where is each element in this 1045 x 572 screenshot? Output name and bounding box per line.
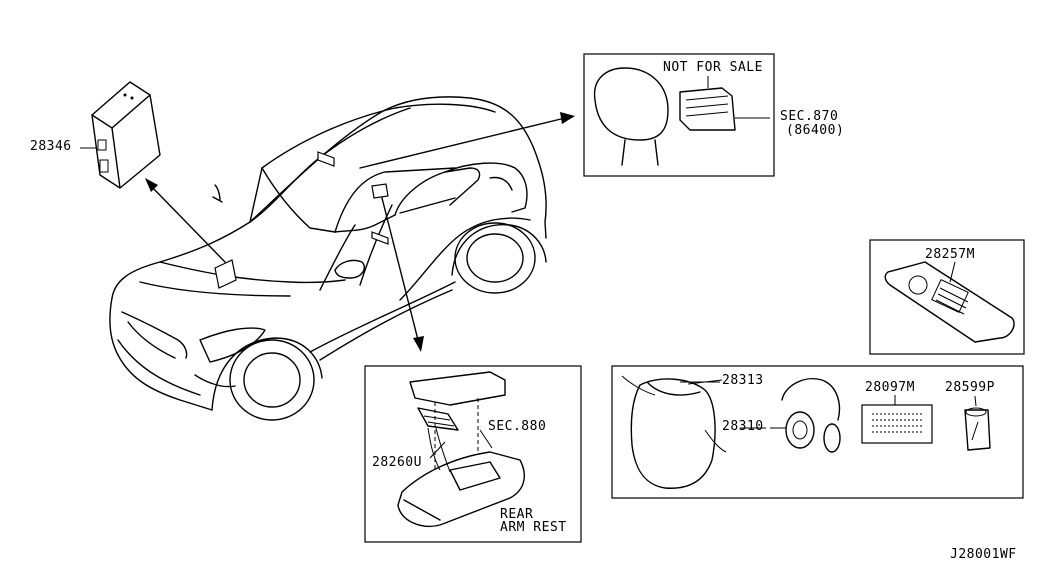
not-for-sale-label: NOT FOR SALE xyxy=(663,60,763,75)
part-28599P: 28599P xyxy=(945,380,995,395)
car-illustration xyxy=(109,96,547,421)
sec-870-sub-label: (86400) xyxy=(786,123,845,138)
arm-rest-label: ARM REST xyxy=(500,520,567,535)
sec-880-label: SEC.880 xyxy=(488,419,547,434)
part-28346: 28346 xyxy=(30,139,72,154)
leader-lines xyxy=(680,381,766,429)
part-28257M: 28257M xyxy=(925,247,975,262)
accessories-group xyxy=(611,365,1024,499)
rear-label: REAR xyxy=(500,507,534,522)
module-28346-drawing xyxy=(80,81,161,189)
callout-arrows xyxy=(145,112,575,352)
part-28097M: 28097M xyxy=(865,380,915,395)
part-28313: 28313 xyxy=(722,373,764,388)
armrest-group xyxy=(364,365,582,543)
remote-group xyxy=(869,239,1025,355)
diagram-code: J28001WF xyxy=(950,547,1017,562)
part-28310: 28310 xyxy=(722,419,764,434)
sec-870-label: SEC.870 xyxy=(780,109,839,124)
headrest-display-group xyxy=(583,53,775,177)
part-28260U: 28260U xyxy=(372,455,422,470)
